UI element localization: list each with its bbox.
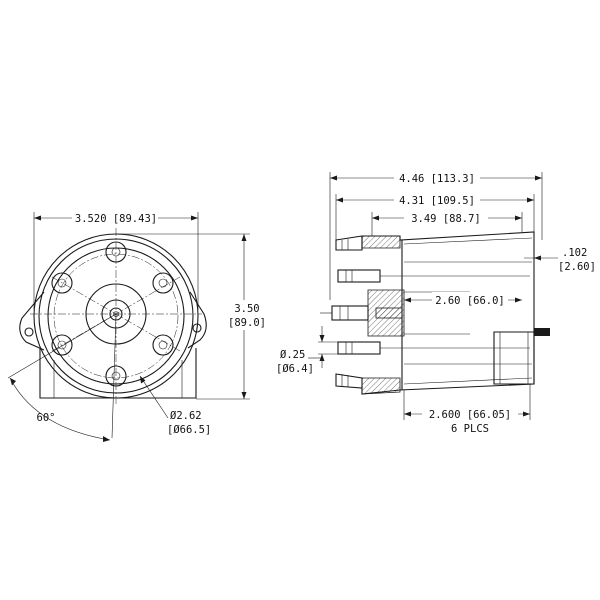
connector-tab <box>534 328 550 336</box>
section-hatch-bottom <box>361 377 401 395</box>
height-dimension-in: 3.50 <box>234 303 259 315</box>
tower-bottom <box>335 373 363 389</box>
terminal-count: 6 PLCS <box>451 423 489 435</box>
inner-dimension: 2.60 [66.0] <box>435 295 505 307</box>
tower-upper <box>337 269 530 283</box>
tower-lower <box>337 341 530 355</box>
front-view: 3.520 [89.43] 3.50 [89.0] 60° Ø2.62 [Ø66… <box>7 210 270 442</box>
side-view: 4.46 [113.3] 4.31 [109.5] 3.49 [88.7] .1… <box>276 170 596 435</box>
cap-skirt <box>39 348 197 399</box>
left-ear-hole <box>24 327 34 337</box>
width-dimension: 3.520 [89.43] <box>75 213 157 225</box>
offset-dimension-mm: [2.60] <box>558 261 596 273</box>
overall-length-dimension: 4.46 [113.3] <box>399 173 475 185</box>
length-dimension-3-49: 3.49 [88.7] <box>411 213 481 225</box>
pin-dimension-mm: [Ø6.4] <box>276 363 314 375</box>
right-mounting-ear <box>187 291 207 349</box>
section-hatch-top <box>361 235 401 249</box>
terminal-tower <box>51 334 73 356</box>
left-mounting-ear <box>19 291 45 351</box>
diameter-dimension-in: Ø2.62 <box>170 410 202 422</box>
offset-dimension-in: .102 <box>562 247 587 259</box>
terminal-dimension: 2.600 [66.05] <box>429 409 511 421</box>
terminal-tower <box>51 272 73 294</box>
length-dimension-4-31: 4.31 [109.5] <box>399 195 475 207</box>
pin-dimension-in: Ø.25 <box>280 349 305 361</box>
angle-dimension: 60° <box>37 412 56 424</box>
body-inner-bottom <box>403 377 533 385</box>
connector-block <box>493 331 535 385</box>
diameter-dimension-mm: [Ø66.5] <box>167 424 211 436</box>
body-inner-top <box>403 237 533 245</box>
center-spring <box>375 307 403 319</box>
tower-top <box>335 235 363 251</box>
height-dimension-mm: [89.0] <box>228 317 266 329</box>
right-ear-hole <box>192 323 202 333</box>
tower-center <box>320 305 369 321</box>
